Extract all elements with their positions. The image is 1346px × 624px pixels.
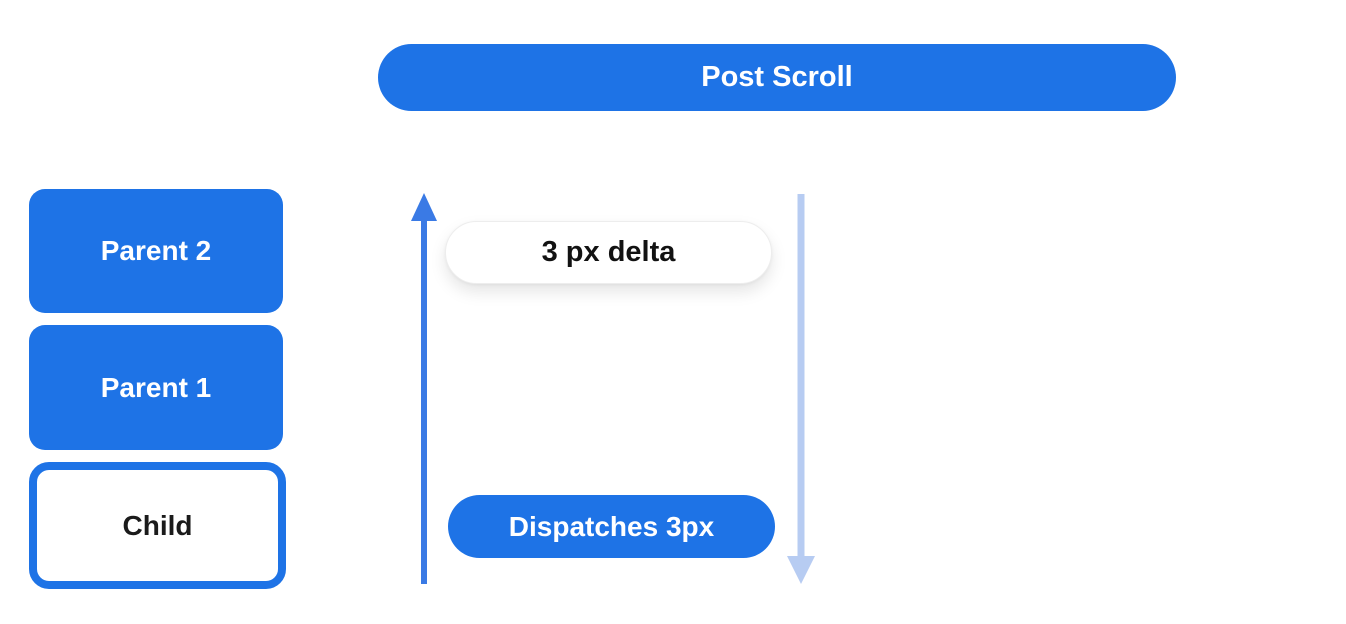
delta-pill: 3 px delta [445, 221, 772, 284]
node-parent-2: Parent 2 [29, 189, 283, 313]
node-parent-2-label: Parent 2 [100, 235, 212, 266]
node-child-label: Child [122, 509, 193, 541]
node-child: Child [29, 462, 286, 589]
scroll-up-arrow-icon [411, 193, 437, 584]
dispatch-pill: Dispatches 3px [448, 495, 775, 558]
delta-pill-label: 3 px delta [541, 236, 676, 268]
dispatch-down-arrow-icon [787, 194, 815, 584]
node-parent-1-label: Parent 1 [100, 371, 212, 403]
post-scroll-banner-label: Post Scroll [701, 61, 853, 93]
node-parent-1: Parent 1 [29, 325, 283, 450]
dispatch-pill-label: Dispatches 3px [508, 510, 715, 542]
post-scroll-banner: Post Scroll [378, 44, 1176, 111]
